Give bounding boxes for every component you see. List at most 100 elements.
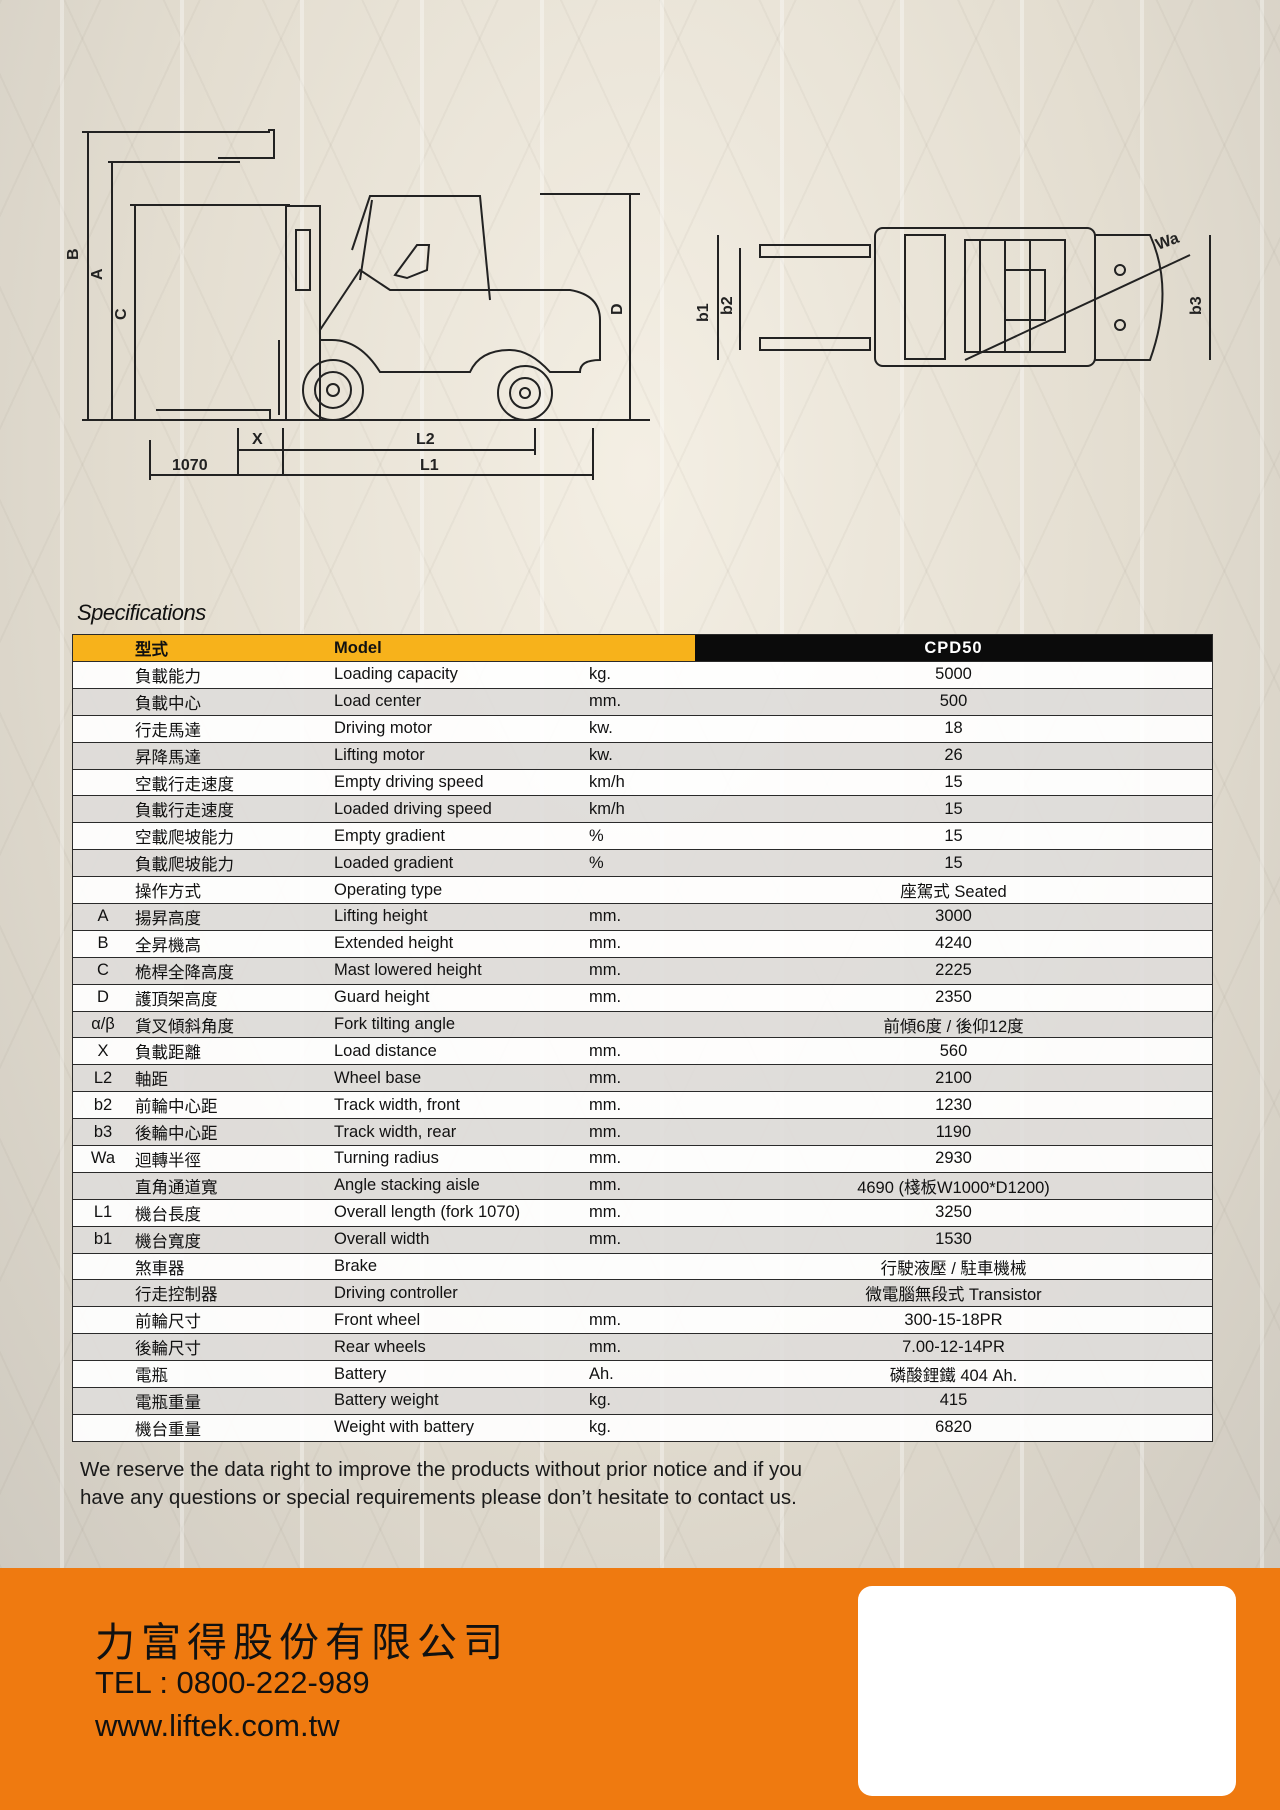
row-value: 行駛液壓 / 駐車機械 [695,1252,1213,1281]
row-label-en: Lifting height [334,903,589,931]
row-unit: kg. [589,1387,695,1415]
row-value: 1230 [695,1091,1213,1120]
row-label-en: Load center [334,687,589,716]
row-label-zh: 負載中心 [133,687,334,716]
row-value: 4690 (棧板W1000*D1200) [695,1171,1213,1200]
row-code: L2 [72,1064,133,1093]
header-model-value: CPD50 [695,634,1213,662]
row-label-zh: 負載行走速度 [133,795,334,824]
row-label-en: Weight with battery [334,1413,589,1442]
row-label-en: Extended height [334,929,589,958]
row-code [72,1171,133,1200]
row-label-zh: 負載距離 [133,1037,334,1066]
row-label-zh: 行走控制器 [133,1279,334,1308]
row-value: 560 [695,1037,1213,1066]
row-label-zh: 迴轉半徑 [133,1145,334,1173]
row-code [72,1333,133,1362]
forklift-dimension-diagram: B A C D X L2 L1 1070 b1 b2 b3 Wa [65,129,1211,480]
row-unit: mm. [589,929,695,958]
row-value: 6820 [695,1413,1213,1442]
row-label-en: Empty gradient [334,822,589,851]
row-label-en: Loaded driving speed [334,795,589,824]
row-value: 4240 [695,929,1213,958]
row-code [72,795,133,824]
row-unit: Ah. [589,1360,695,1389]
row-code [72,1306,133,1335]
row-label-en: Fork tilting angle [334,1010,589,1039]
row-label-en: Battery [334,1360,589,1389]
row-label-en: Wheel base [334,1064,589,1093]
phone-number: TEL : 0800-222-989 [95,1665,370,1700]
row-label-zh: 後輪中心距 [133,1118,334,1147]
row-label-zh: 負載爬坡能力 [133,849,334,878]
row-code: L1 [72,1198,133,1227]
row-value: 500 [695,687,1213,716]
row-value: 2100 [695,1064,1213,1093]
row-label-zh: 機台重量 [133,1413,334,1442]
row-label-zh: 機台長度 [133,1198,334,1227]
label-wa: Wa [1154,230,1182,254]
row-label-zh: 操作方式 [133,876,334,905]
row-value: 2930 [695,1145,1213,1173]
row-code: C [72,956,133,985]
row-code [72,1387,133,1415]
row-code [72,1360,133,1389]
row-label-zh: 機台寬度 [133,1225,334,1254]
row-label-zh: 煞車器 [133,1252,334,1281]
website-link[interactable]: www.liftek.com.tw [95,1708,340,1743]
row-value: 2225 [695,956,1213,985]
row-label-zh: 前輪中心距 [133,1091,334,1120]
row-unit: mm. [589,1171,695,1200]
row-code [72,768,133,797]
row-unit: mm. [589,983,695,1012]
row-label-zh: 桅桿全降高度 [133,956,334,985]
row-label-en: Loading capacity [334,661,589,689]
row-label-en: Track width, front [334,1091,589,1120]
row-label-zh: 前輪尺寸 [133,1306,334,1335]
row-value: 26 [695,741,1213,770]
row-label-en: Operating type [334,876,589,905]
row-value: 15 [695,822,1213,851]
label-fork-length: 1070 [172,457,208,474]
label-l1: L1 [420,457,439,474]
label-b3: b3 [1188,296,1205,315]
row-code [72,661,133,689]
header-unit [589,634,695,662]
row-label-en: Driving motor [334,714,589,743]
row-value: 1190 [695,1118,1213,1147]
row-label-zh: 空載爬坡能力 [133,822,334,851]
specifications-title: Specifications [77,600,206,625]
row-unit: mm. [589,956,695,985]
row-label-en: Battery weight [334,1387,589,1415]
row-code [72,1252,133,1281]
spec-table-header: 型式 Model CPD50 [72,634,1213,662]
row-label-en: Overall width [334,1225,589,1254]
row-label-en: Angle stacking aisle [334,1171,589,1200]
row-unit: % [589,822,695,851]
row-unit: mm. [589,1198,695,1227]
company-name: 力富得股份有限公司 [95,1620,509,1666]
note-line-2: have any questions or special requiremen… [80,1486,797,1509]
row-unit [589,1010,695,1039]
header-code [72,634,133,662]
row-value: 300-15-18PR [695,1306,1213,1335]
row-label-zh: 電瓶重量 [133,1387,334,1415]
